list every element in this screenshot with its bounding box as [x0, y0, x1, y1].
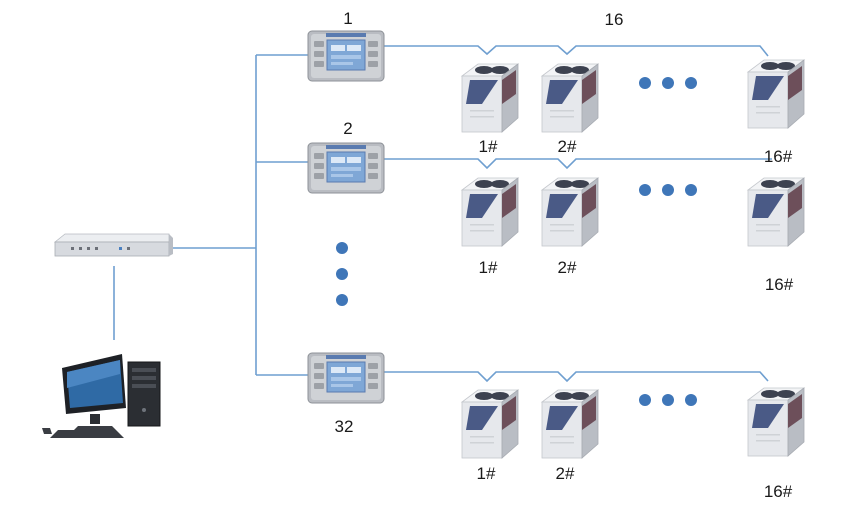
ellipsis-dot [685, 77, 697, 89]
ellipsis-dot [639, 77, 651, 89]
outdoor-ac-unit-icon [461, 389, 519, 459]
unit-label: 1# [479, 258, 498, 277]
unit-label: 16# [764, 482, 793, 501]
row-3-unit-bus [384, 371, 769, 383]
outdoor-ac-unit-icon [747, 387, 805, 457]
main-bus-lines [113, 54, 308, 376]
ellipsis-dot [662, 394, 674, 406]
ellipsis-dot [639, 184, 651, 196]
wall-controller-icon [307, 352, 385, 404]
outdoor-ac-unit-icon [747, 59, 805, 129]
wall-controller-icon [307, 30, 385, 82]
ellipsis-dot [336, 242, 348, 254]
ellipsis-dot [336, 294, 348, 306]
unit-label: 1# [479, 137, 498, 156]
ellipsis-dot [639, 394, 651, 406]
row-1-unit-bus [384, 45, 769, 57]
unit-label: 16# [765, 275, 794, 294]
unit-count-label: 16 [605, 10, 624, 29]
controller-label: 32 [335, 417, 354, 436]
network-gateway-icon [53, 233, 173, 257]
ellipsis-dot [685, 184, 697, 196]
unit-label: 1# [477, 464, 496, 483]
ellipsis-dot [336, 268, 348, 280]
unit-label: 2# [556, 464, 575, 483]
outdoor-ac-unit-icon [747, 177, 805, 247]
unit-label: 2# [558, 137, 577, 156]
unit-label: 16# [764, 147, 793, 166]
outdoor-ac-unit-icon [461, 177, 519, 247]
outdoor-ac-unit-icon [461, 63, 519, 133]
outdoor-ac-unit-icon [541, 63, 599, 133]
outdoor-ac-unit-icon [541, 389, 599, 459]
desktop-computer-icon [42, 354, 161, 438]
ellipsis-dot [662, 184, 674, 196]
controller-label: 2 [343, 119, 352, 138]
ellipsis-dot [685, 394, 697, 406]
outdoor-ac-unit-icon [541, 177, 599, 247]
wall-controller-icon [307, 142, 385, 194]
row-2-unit-bus [384, 158, 772, 170]
controller-label: 1 [343, 9, 352, 28]
unit-label: 2# [558, 258, 577, 277]
ellipsis-dot [662, 77, 674, 89]
